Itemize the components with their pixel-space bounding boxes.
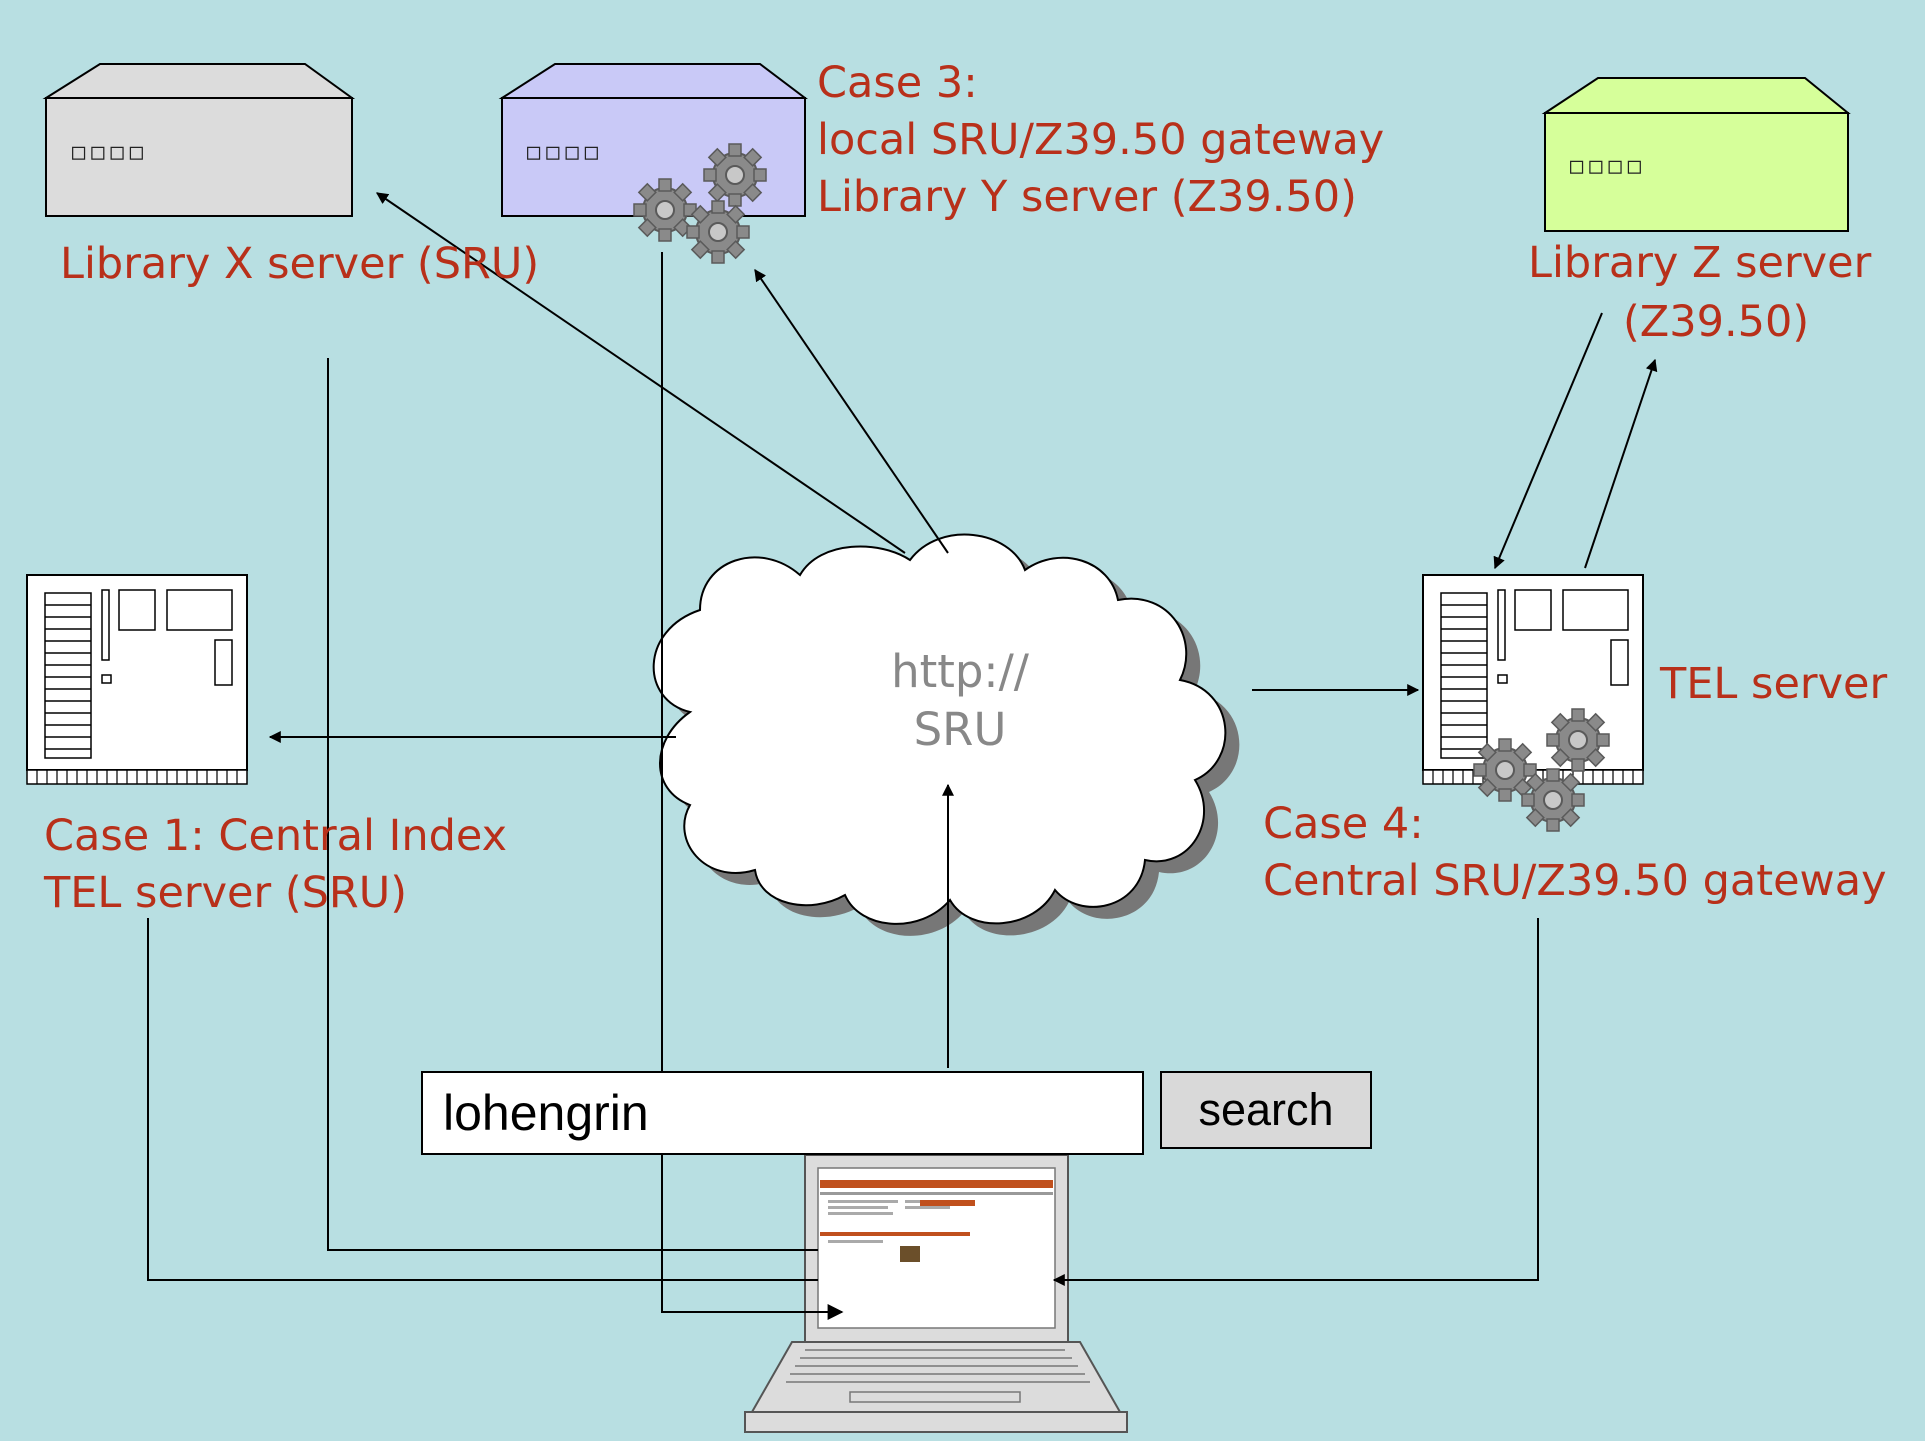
library-z-box-glyphs: □□□□: [1570, 154, 1647, 179]
library-z-label: Library Z server: [1528, 238, 1872, 288]
central-index-rack-server-icon: [26, 574, 248, 785]
case3-gateway-label: local SRU/Z39.50 gateway: [817, 115, 1385, 165]
library-x-server-box: [42, 63, 356, 217]
connection-lines: [147, 192, 1658, 1320]
library-y-label: Library Y server (Z39.50): [817, 172, 1357, 222]
search-input[interactable]: lohengrin: [421, 1071, 1144, 1155]
search-button[interactable]: search: [1160, 1071, 1372, 1149]
laptop-icon: [744, 1154, 1128, 1433]
cloud-protocol-sru: SRU: [913, 703, 1007, 756]
case1-label: Case 1: Central Index: [44, 811, 508, 861]
cloud-protocol-http: http://: [891, 645, 1029, 698]
tel-rack-server-icon: [1422, 574, 1644, 785]
library-x-label: Library X server (SRU): [60, 239, 540, 289]
case4-gateway-label: Central SRU/Z39.50 gateway: [1263, 856, 1887, 906]
library-z-server-box: [1541, 77, 1851, 232]
case1-server-label: TEL server (SRU): [44, 868, 408, 918]
case4-title: Case 4:: [1263, 799, 1424, 849]
internet-cloud-icon: [652, 533, 1227, 925]
library-y-box-glyphs: □□□□: [527, 140, 604, 165]
case3-title: Case 3:: [817, 58, 978, 108]
library-x-box-glyphs: □□□□: [72, 140, 149, 165]
library-z-protocol-label: (Z39.50): [1623, 297, 1810, 347]
tel-server-label: TEL server: [1660, 659, 1888, 709]
